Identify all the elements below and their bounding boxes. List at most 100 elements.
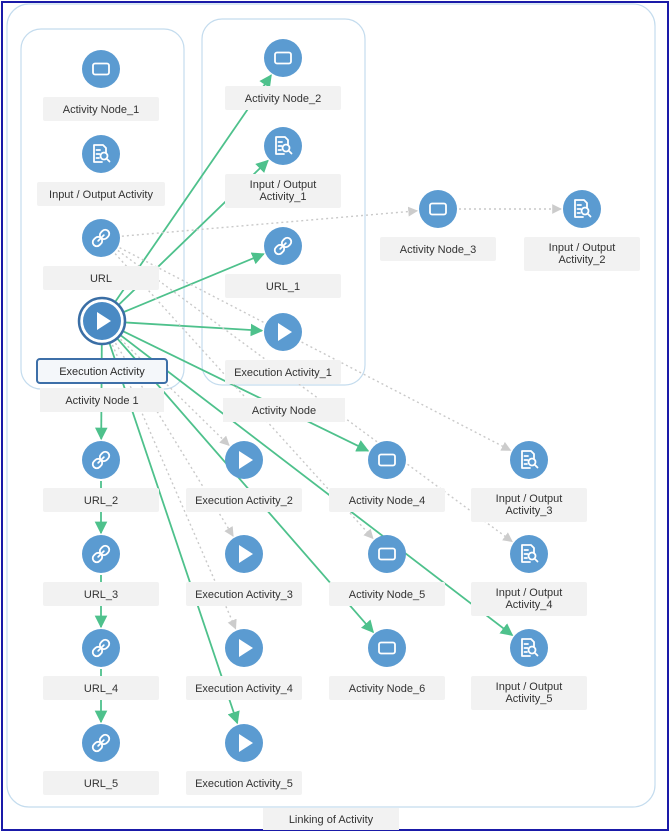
node-label-box bbox=[225, 174, 341, 208]
report-search-icon bbox=[521, 638, 539, 657]
report-search-icon bbox=[275, 136, 293, 155]
node-label-box bbox=[186, 488, 302, 512]
link-icon bbox=[91, 638, 111, 658]
node-label: Execution Activity_4 bbox=[195, 683, 293, 695]
node-ea[interactable]: Execution Activity bbox=[36, 296, 168, 384]
node-label-box bbox=[225, 274, 341, 298]
node-circle bbox=[368, 535, 406, 573]
node-label-box bbox=[37, 182, 165, 206]
node-label: Input / Output Activity bbox=[49, 189, 153, 201]
node-label: Activity Node_2 bbox=[245, 93, 321, 105]
node-url3[interactable]: URL_3 bbox=[43, 535, 159, 606]
report-search-icon bbox=[574, 199, 592, 218]
node-ea4[interactable]: Execution Activity_4 bbox=[186, 629, 302, 700]
node-an4[interactable]: Activity Node_4 bbox=[329, 441, 445, 512]
node-label: Activity_3 bbox=[505, 505, 552, 517]
node-label-box bbox=[186, 771, 302, 795]
node-label-box bbox=[43, 582, 159, 606]
node-label: Activity_5 bbox=[505, 693, 552, 705]
node-url2[interactable]: URL_2 bbox=[43, 441, 159, 512]
node-label-box bbox=[524, 237, 640, 271]
node-label: Activity Node_6 bbox=[349, 683, 425, 695]
edge-url-to-io4[interactable] bbox=[117, 249, 513, 543]
node-circle bbox=[368, 441, 406, 479]
node-label-box bbox=[43, 676, 159, 700]
node-circle bbox=[419, 190, 457, 228]
edge-ea-to-an4[interactable] bbox=[120, 329, 370, 452]
node-label: Input / Output bbox=[549, 242, 616, 254]
node-ea3[interactable]: Execution Activity_3 bbox=[186, 535, 302, 606]
play-icon bbox=[97, 312, 111, 330]
link-icon bbox=[91, 228, 111, 248]
node-label-box bbox=[329, 676, 445, 700]
node-url1[interactable]: URL_1 bbox=[225, 227, 341, 298]
edge-url-to-an3[interactable] bbox=[121, 206, 419, 237]
node-an2[interactable]: Activity Node_2 bbox=[225, 39, 341, 110]
link-icon bbox=[91, 544, 111, 564]
node-label: Activity Node_5 bbox=[349, 589, 425, 601]
node-label-box bbox=[329, 582, 445, 606]
group-label-g1: Activity Node 1 bbox=[40, 388, 164, 412]
node-label: Execution Activity_2 bbox=[195, 495, 293, 507]
node-label: Activity Node_3 bbox=[400, 244, 476, 256]
node-label-box bbox=[225, 360, 341, 384]
node-label-box bbox=[380, 237, 496, 261]
play-icon bbox=[239, 639, 253, 657]
play-icon bbox=[239, 734, 253, 752]
report-search-icon bbox=[521, 450, 539, 469]
node-an1[interactable]: Activity Node_1 bbox=[43, 50, 159, 121]
node-label: URL bbox=[90, 273, 112, 285]
node-circle bbox=[82, 50, 120, 88]
node-label: Execution Activity_5 bbox=[195, 778, 293, 790]
node-label-box bbox=[329, 488, 445, 512]
node-label-box bbox=[471, 676, 587, 710]
node-label: URL_4 bbox=[84, 683, 118, 695]
node-url[interactable]: URL bbox=[43, 219, 159, 290]
node-label: Input / Output bbox=[496, 587, 563, 599]
node-label-box bbox=[43, 771, 159, 795]
link-icon bbox=[91, 450, 111, 470]
edge-url-to-io3[interactable] bbox=[119, 247, 512, 451]
node-ea2[interactable]: Execution Activity_2 bbox=[186, 441, 302, 512]
node-label: URL_1 bbox=[266, 281, 300, 293]
group-label-text: Activity Node bbox=[252, 405, 316, 417]
rectangle-icon bbox=[429, 202, 447, 216]
node-ioa[interactable]: Input / Output Activity bbox=[37, 135, 165, 206]
node-ea1[interactable]: Execution Activity_1 bbox=[225, 313, 341, 384]
link-icon bbox=[273, 236, 293, 256]
node-label-box bbox=[43, 266, 159, 290]
node-an5[interactable]: Activity Node_5 bbox=[329, 535, 445, 606]
label-layer: Activity Node 1 Activity Node bbox=[40, 388, 345, 422]
node-ea5[interactable]: Execution Activity_5 bbox=[186, 724, 302, 795]
edge-ea-to-url1[interactable] bbox=[121, 252, 265, 314]
node-circle bbox=[264, 39, 302, 77]
node-url4[interactable]: URL_4 bbox=[43, 629, 159, 700]
node-label-box bbox=[43, 488, 159, 512]
node-url5[interactable]: URL_5 bbox=[43, 724, 159, 795]
node-label-box bbox=[186, 582, 302, 606]
node-label-box bbox=[471, 582, 587, 616]
caption: Linking of Activity bbox=[263, 808, 399, 830]
node-label: Execution Activity_3 bbox=[195, 589, 293, 601]
edge-ea-to-ea2[interactable] bbox=[116, 335, 230, 446]
node-label-box bbox=[43, 97, 159, 121]
node-label: Execution Activity_1 bbox=[234, 367, 332, 379]
play-icon bbox=[239, 451, 253, 469]
node-an6[interactable]: Activity Node_6 bbox=[329, 629, 445, 700]
node-label: Input / Output bbox=[496, 681, 563, 693]
edge-ea-to-an2[interactable] bbox=[113, 74, 272, 305]
edge-ea-to-io5[interactable] bbox=[118, 333, 514, 636]
diagram-caption: Linking of Activity bbox=[289, 814, 374, 826]
rectangle-icon bbox=[274, 51, 292, 65]
node-label: Input / Output bbox=[250, 179, 317, 191]
edge-ea-to-ea3[interactable] bbox=[112, 338, 234, 537]
report-search-icon bbox=[521, 544, 539, 563]
node-an3[interactable]: Activity Node_3 bbox=[380, 190, 496, 261]
edge-ea-to-ea1[interactable] bbox=[122, 321, 264, 337]
